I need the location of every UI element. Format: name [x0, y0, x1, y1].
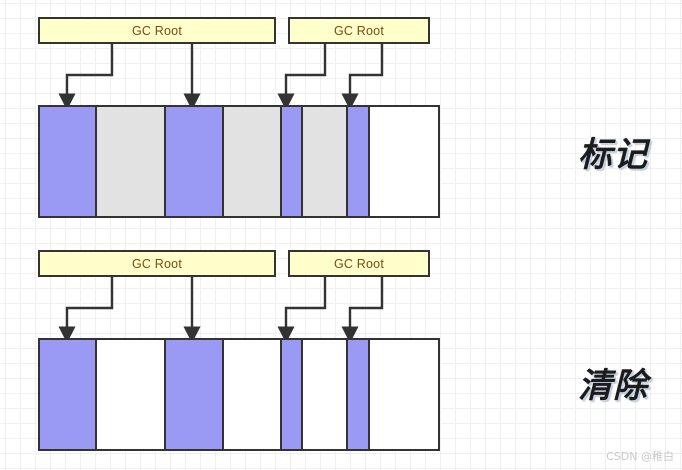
heap-cell-reachable: [40, 107, 97, 216]
gc-root-box: GC Root: [288, 250, 430, 277]
heap-cell-reachable: [348, 340, 370, 449]
heap-cell-reachable: [348, 107, 370, 216]
heap-cell-garbage: [97, 107, 166, 216]
gc-reference-arrow: [58, 277, 114, 344]
watermark: CSDN @稚白: [606, 450, 674, 463]
gc-root-box: GC Root: [288, 17, 430, 44]
heap-cell-free: [97, 340, 166, 449]
heap-cell-reachable: [282, 340, 303, 449]
heap-cell-free: [370, 340, 438, 449]
gc-root-box: GC Root: [38, 17, 276, 44]
heap-cell-reachable: [282, 107, 303, 216]
stage-label: 标记: [578, 135, 648, 175]
heap-cell-reachable: [166, 340, 224, 449]
gc-reference-arrow: [277, 44, 327, 111]
heap-cell-garbage: [224, 107, 282, 216]
gc-root-box: GC Root: [38, 250, 276, 277]
heap-cell-reachable: [40, 340, 97, 449]
stage-label: 清除: [578, 366, 648, 406]
heap-strip: [38, 105, 440, 218]
heap-cell-free: [303, 340, 348, 449]
heap-cell-free: [224, 340, 282, 449]
heap-cell-garbage: [303, 107, 348, 216]
gc-reference-arrow: [341, 44, 384, 111]
gc-reference-arrow: [277, 277, 327, 344]
heap-cell-reachable: [166, 107, 224, 216]
heap-cell-free: [370, 107, 438, 216]
heap-strip: [38, 338, 440, 451]
gc-reference-arrow: [58, 44, 114, 111]
gc-reference-arrow: [341, 277, 384, 344]
